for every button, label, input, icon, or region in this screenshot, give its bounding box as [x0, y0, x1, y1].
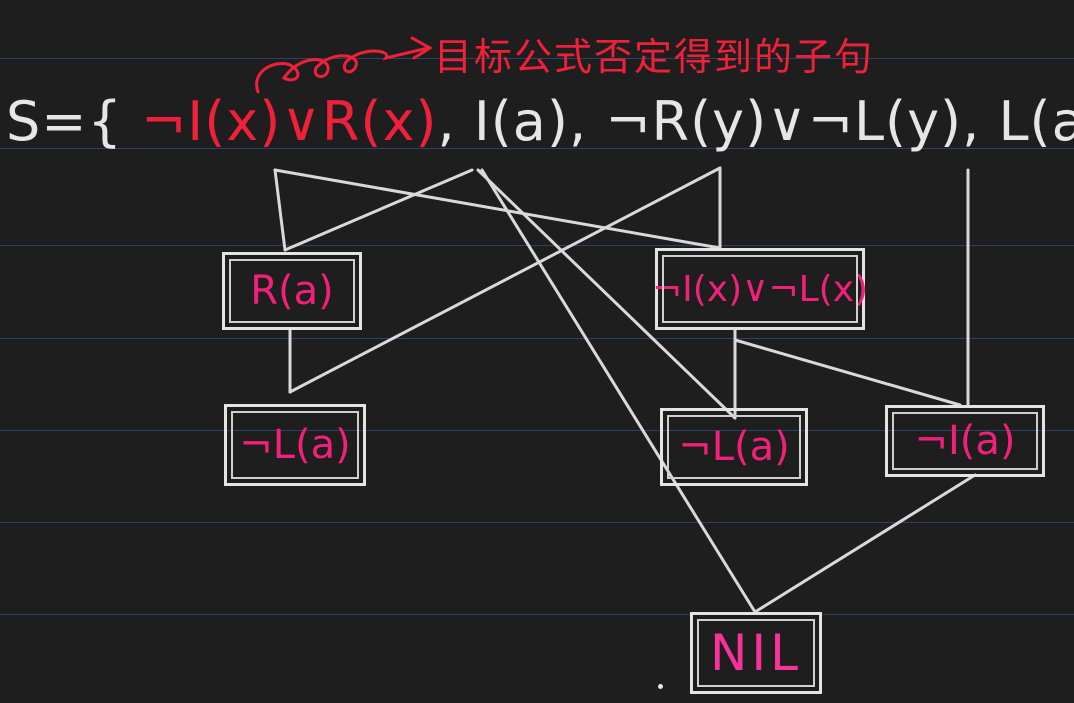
- edge-not-i-a-to-nil: [753, 473, 977, 614]
- set-prefix: S={: [6, 90, 123, 153]
- separator: ,: [437, 90, 456, 153]
- edge-clause2-to-r-a: [283, 168, 474, 252]
- edge-clause2-to-not-l-a-right: [476, 168, 737, 420]
- ruled-line: [0, 614, 1074, 615]
- clause-3: ¬R(y)∨¬L(y): [605, 90, 963, 153]
- separator: ,: [568, 90, 588, 153]
- edge-clause1-to-not-i-or-not-l: [273, 168, 722, 250]
- ruled-line: [0, 148, 1074, 149]
- separator: ,: [962, 90, 981, 153]
- node-nil: NIL: [690, 612, 822, 694]
- node-not-i-a: ¬I(a): [885, 405, 1045, 477]
- ruled-line: [0, 245, 1074, 246]
- annotation-arrow: [255, 46, 430, 94]
- edge-clause2-to-nil: [480, 168, 757, 614]
- clause-2: I(a): [473, 90, 569, 153]
- ruled-line: [0, 338, 1074, 339]
- clause-4: L(a): [998, 90, 1074, 153]
- ruled-line: [0, 58, 1074, 59]
- ink-dot: [658, 684, 663, 689]
- clause-set: S={ ¬I(x)∨R(x), I(a), ¬R(y)∨¬L(y), L(a)}…: [6, 82, 1074, 162]
- ruled-line: [0, 522, 1074, 523]
- node-r-a: R(a): [222, 252, 362, 330]
- ruled-line: [0, 430, 1074, 431]
- clause-1: ¬I(x)∨R(x): [141, 90, 438, 153]
- annotation-note: 目标公式否定得到的子句: [434, 35, 875, 79]
- edge-clause1-to-r-a: [273, 168, 287, 252]
- node-not-l-a-left: ¬L(a): [224, 404, 366, 486]
- annotation-arrowhead: [410, 36, 433, 60]
- node-not-i-or-not-l: ¬I(x)∨¬L(x): [652, 248, 868, 330]
- node-not-l-a-right: ¬L(a): [660, 408, 808, 486]
- edge-not-i-or-not-l-to-not-i-a: [733, 338, 962, 407]
- edge-clause3-to-not-l-a-left: [288, 166, 722, 394]
